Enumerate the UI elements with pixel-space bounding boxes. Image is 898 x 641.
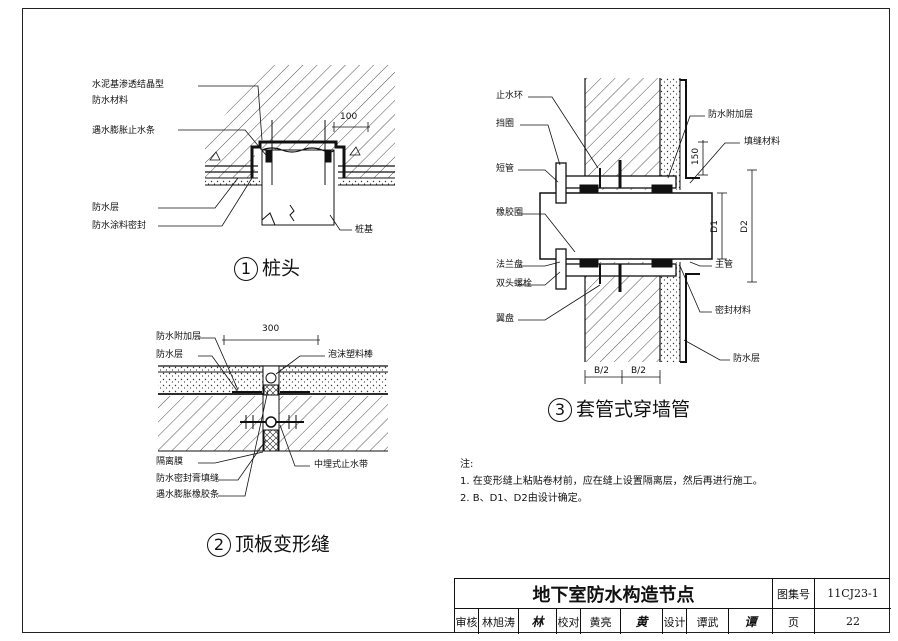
label-extra-layer-3: 防水附加层 [708,110,754,120]
drawing-title: 地下室防水构造节点 [455,579,773,609]
caption-detail3-text: 套管式穿墙管 [576,398,691,421]
designer-signature: 谭 [729,609,773,634]
label-seal-material: 密封材料 [715,306,752,316]
caption-detail3-number: 3 [548,398,572,422]
designer-name: 谭武 [687,609,729,634]
label-retaining-ring: 挡圈 [496,119,515,129]
label-stop-ring: 止水环 [496,91,524,101]
dim-150: 150 [691,147,702,166]
label-coating-seal: 防水涂料密封 [92,221,147,231]
label-rubber-ring: 橡胶圈 [496,208,524,218]
label-sealant: 防水密封膏填缝 [156,474,220,484]
label-filling: 填缝材料 [744,137,781,147]
atlas-number: 11CJ23-1 [815,579,891,609]
note-item-2: 2. B、D1、D2由设计确定。 [460,493,588,504]
note-item-1: 1. 在变形缝上粘贴卷材前，应在缝上设置隔离层，然后再进行施工。 [460,476,763,487]
label-wing-plate: 翼盘 [496,314,515,324]
label-rubber-strip: 遇水膨胀橡胶条 [156,490,220,500]
label-cement-crystal-2: 防水材料 [92,96,129,106]
label-foam-rod: 泡沫塑料棒 [328,350,374,360]
label-waterproof-layer-3: 防水层 [733,354,761,364]
title-block: 地下室防水构造节点 图集号 11CJ23-1 审核 林旭涛 林 校对 黄亮 黄 … [454,578,891,634]
atlas-label: 图集号 [773,579,815,609]
label-double-bolt: 双头螺栓 [496,279,533,289]
caption-detail1-text: 桩头 [262,257,301,280]
reviewer-signature: 林 [519,609,557,634]
drawing-frame [22,8,890,633]
checker-name: 黄亮 [581,609,621,634]
design-label: 设计 [663,609,687,634]
label-waterproof-layer-1: 防水层 [92,203,120,213]
label-flange-plate: 法兰盘 [496,260,524,270]
detail3-drawing [518,78,757,384]
dim-b-half-1: B/2 [594,366,609,376]
label-isolation-film: 隔离膜 [156,457,184,467]
caption-detail1-number: 1 [234,257,258,281]
dim-d1: D1 [709,220,720,233]
label-cement-crystal-1: 水泥基渗透结晶型 [92,80,165,90]
label-short-pipe: 短管 [496,164,515,174]
check-label: 校对 [557,609,581,634]
label-waterproof-layer-2: 防水层 [156,350,184,360]
review-label: 审核 [455,609,479,634]
detail2-drawing [158,335,388,497]
dim-d2: D2 [739,220,750,233]
dim-100: 100 [340,112,358,122]
label-main-pipe: 主管 [715,260,734,270]
dim-300: 300 [262,324,280,334]
label-extra-layer-2: 防水附加层 [156,332,202,342]
detail1-drawing [158,65,395,231]
reviewer-name: 林旭涛 [479,609,519,634]
label-swell-strip: 遇水膨胀止水条 [92,126,156,136]
caption-detail2-text: 顶板变形缝 [235,533,331,556]
page-label: 页 [773,609,815,634]
page-number: 22 [846,615,860,628]
label-embedded-stop: 中埋式止水带 [314,460,369,470]
notes-heading: 注: [460,459,474,470]
dim-b-half-2: B/2 [631,366,646,376]
checker-signature: 黄 [621,609,663,634]
caption-detail2-number: 2 [207,533,231,557]
label-pile: 桩基 [355,225,374,235]
